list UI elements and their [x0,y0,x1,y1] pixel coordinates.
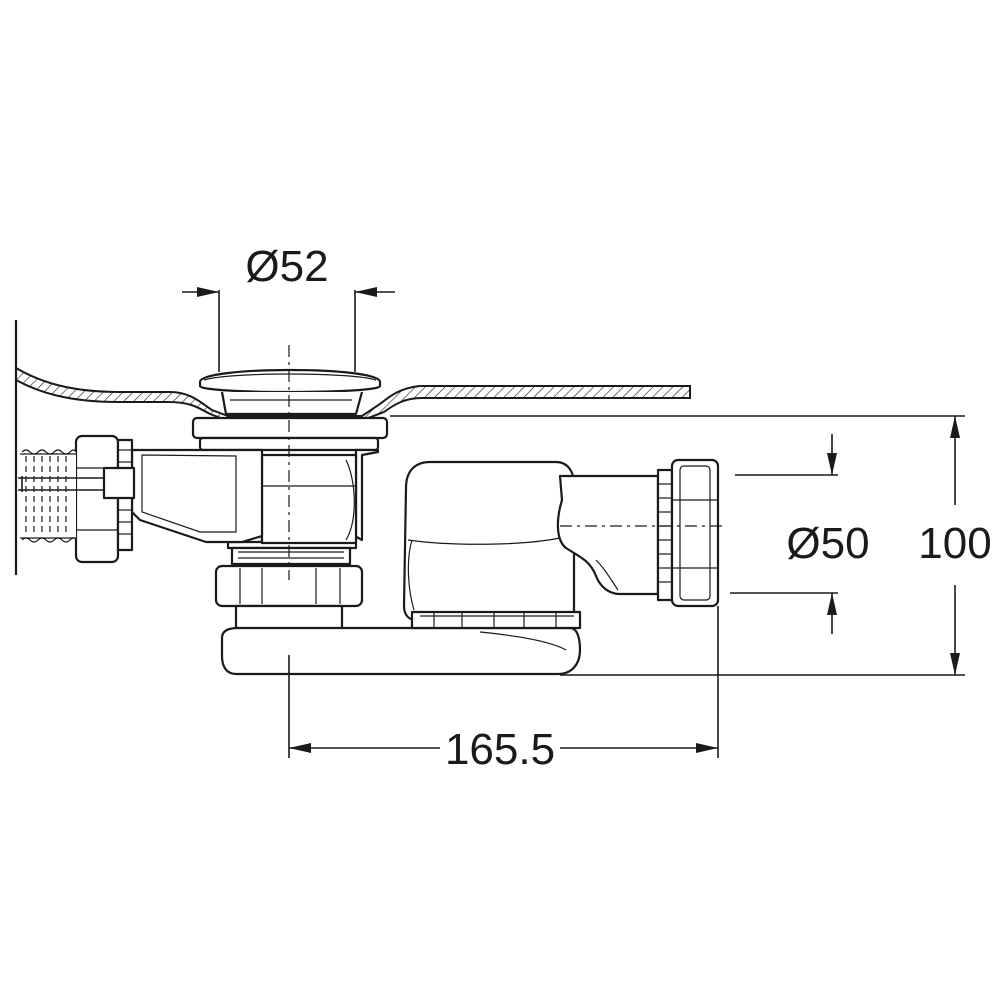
dim-height [390,415,965,676]
trap-base [220,626,582,676]
dim-height-label: 100 [918,519,991,568]
drain-cap [198,368,382,394]
bowden-cable [18,466,136,500]
dim-outlet-diameter-label: Ø50 [786,519,869,568]
cable-housing [130,448,264,544]
dim-length-label: 165.5 [445,725,555,774]
dim-drain-diameter-label: Ø52 [245,242,328,291]
drain-cap-body [220,391,364,416]
outlet-pipe [556,474,660,596]
dim-length [288,606,719,758]
outlet-nut [670,458,720,608]
drain-cap-rim [203,373,377,381]
trap-riser [402,460,576,622]
bathtub-shell [15,366,691,421]
dim-outlet-diameter [730,434,838,634]
flexible-hose [18,449,77,543]
drain-flange [191,416,389,440]
dim-drain-diameter [182,287,395,372]
outlet-threads [656,468,674,602]
riser-base [410,610,582,630]
lower-nut-threads [230,546,352,566]
